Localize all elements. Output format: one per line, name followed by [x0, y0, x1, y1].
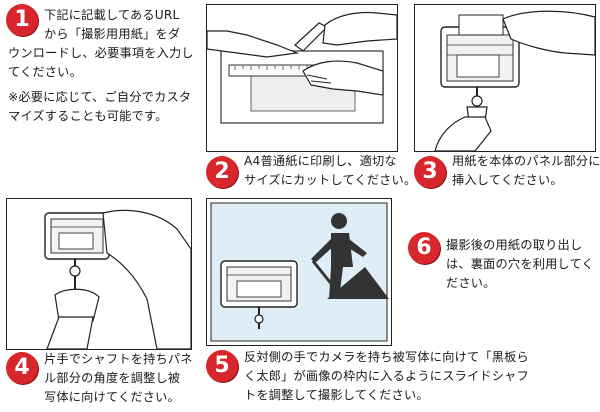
step-5-line-1: 反対側の手でカメラを持ち被写体に向けて「黒板ら — [244, 350, 529, 364]
step-4-line-3: 写体に向けてください。 — [44, 390, 180, 404]
step-4-line-1: 片手でシャフトを持ちパネ — [44, 352, 193, 366]
step-6-line-3: ださい。 — [446, 276, 496, 290]
step-2-badge: 2 — [206, 156, 238, 188]
step-2-line-1: A4普通紙に印刷し、適切な — [244, 154, 397, 168]
step-2-line-2: サイズにカットしてください。 — [244, 173, 417, 187]
step-1-line-4: てください。 — [8, 65, 82, 79]
step-4-badge: 4 — [6, 352, 38, 384]
step-1-badge: 1 — [6, 4, 38, 36]
cutting-paper-illustration — [206, 4, 398, 152]
step-5-badge: 5 — [206, 350, 238, 382]
insert-paper-illustration — [414, 4, 596, 152]
step-1-line-3: ウンロードし、必要事項を入力し — [8, 46, 194, 60]
step-6-line-2: は、裏面の穴を利用してく — [446, 257, 594, 271]
step-6-badge: 6 — [408, 232, 440, 264]
step-1-line-6: マイズすることも可能です。 — [8, 109, 168, 123]
step-1-line-1: 下記に記載してあるURL — [44, 8, 180, 22]
step-6-line-1: 撮影後の用紙の取り出し — [446, 238, 583, 252]
step-5-line-2: く太郎」が画像の枠内に入るようにスライドシャフ — [244, 369, 529, 383]
photograph-subject-illustration — [206, 198, 392, 346]
hold-shaft-illustration — [6, 198, 192, 350]
step-4-line-2: ル部分の角度を調整し被 — [44, 371, 181, 385]
step-3-line-2: 挿入してください。 — [452, 173, 563, 187]
step-5-line-3: トを調整して撮影してください。 — [244, 388, 429, 402]
step-1-line-5: ※必要に応じて、ご自分でカスタ — [8, 90, 192, 104]
step-3-line-1: 用紙を本体のパネル部分に — [452, 154, 600, 168]
step-1-line-2: から「撮影用用紙」をダ — [44, 27, 181, 41]
step-3-badge: 3 — [414, 156, 446, 188]
